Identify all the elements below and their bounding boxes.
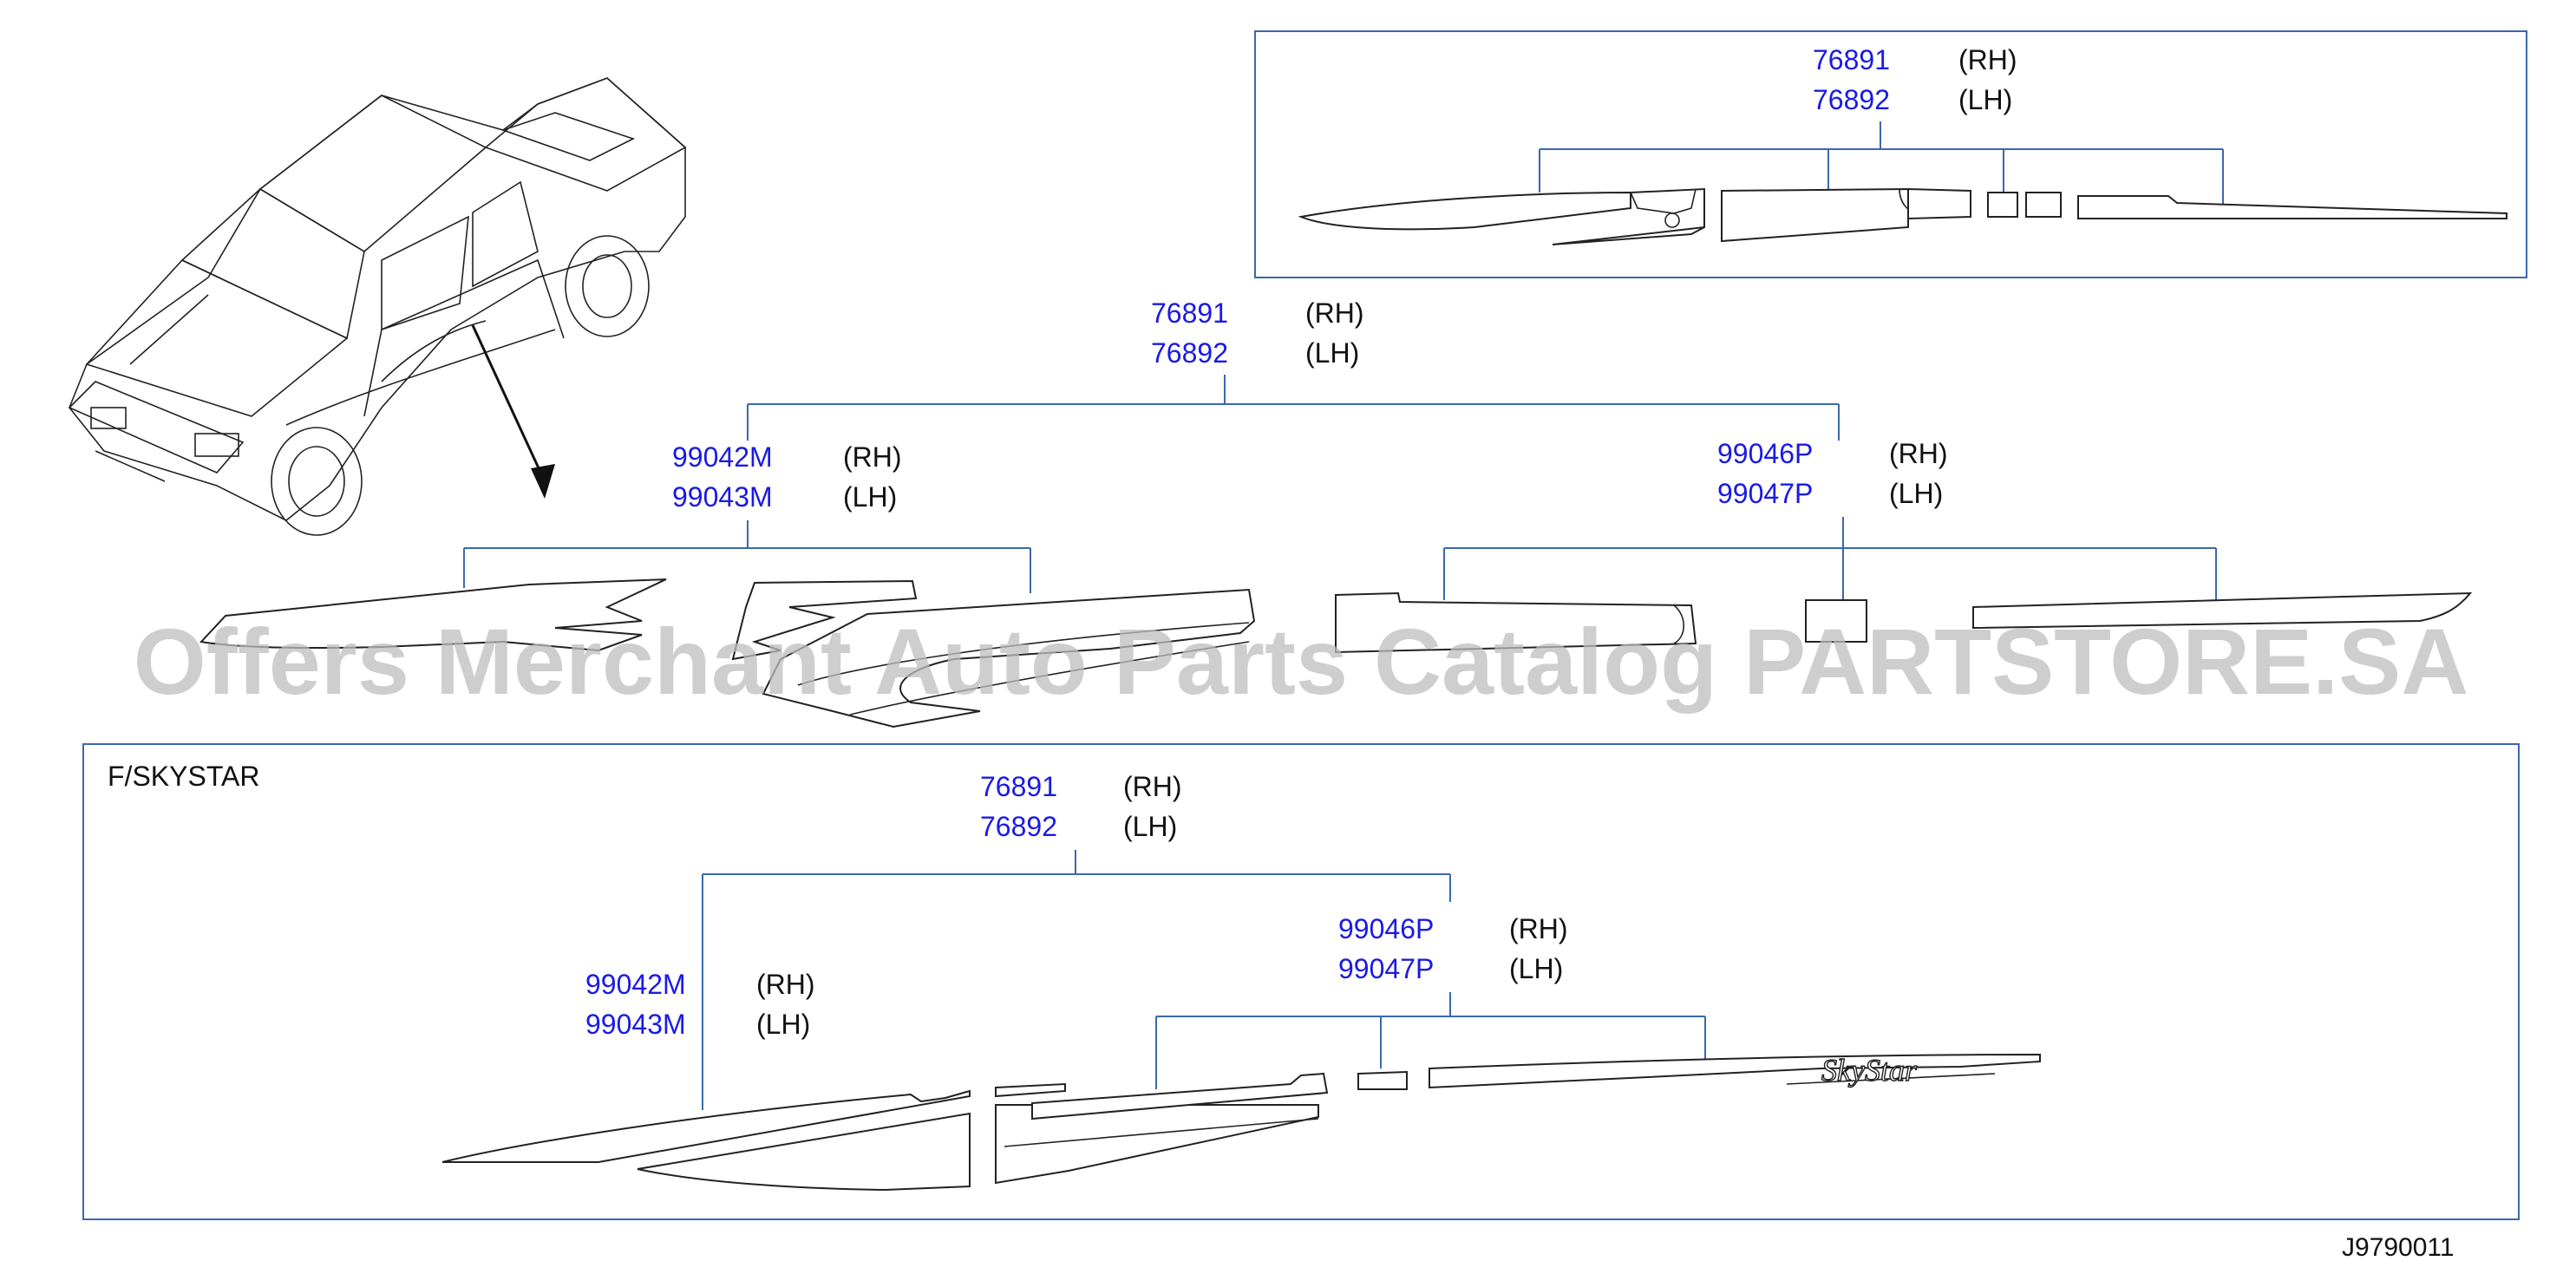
skystar-set-callout: 76891 (RH) 76892 (LH) xyxy=(702,771,1451,1110)
skystar-emblem: SkyStar xyxy=(1821,1053,1918,1088)
side-label-rh: (RH) xyxy=(1305,297,1364,329)
skystar-front-callout: 99042M (RH) 99043M (LH) xyxy=(585,969,815,1040)
part-number-rh[interactable]: 76891 xyxy=(1813,44,1890,75)
part-number-lh[interactable]: 99043M xyxy=(585,1009,686,1040)
main-rear-callout: 99046P (RH) 99047P (LH) xyxy=(1443,438,2217,600)
side-label-lh: (LH) xyxy=(1958,84,2012,115)
part-number-rh[interactable]: 99046P xyxy=(1338,913,1434,944)
main-set-callout: 76891 (RH) 76892 (LH) xyxy=(747,297,1840,441)
side-label-rh: (RH) xyxy=(756,969,815,1000)
skystar-frame xyxy=(82,743,2520,1220)
part-number-rh[interactable]: 99042M xyxy=(585,969,686,1000)
side-label-lh: (LH) xyxy=(843,481,897,513)
top-inset-stripe xyxy=(1298,187,2507,245)
skystar-stripe-rear: SkyStar xyxy=(1357,1052,2041,1090)
part-number-lh[interactable]: 99043M xyxy=(672,481,773,513)
side-label-rh: (RH) xyxy=(1123,771,1182,802)
main-front-callout: 99042M (RH) 99043M (LH) xyxy=(463,441,1031,593)
skystar-rear-callout: 99046P (RH) 99047P (LH) xyxy=(1155,913,1706,1089)
part-number-lh[interactable]: 99047P xyxy=(1717,478,1813,509)
part-number-lh[interactable]: 76892 xyxy=(980,811,1057,842)
part-number-rh[interactable]: 99042M xyxy=(672,441,773,473)
part-number-lh[interactable]: 99047P xyxy=(1338,953,1434,984)
part-number-lh[interactable]: 76892 xyxy=(1151,337,1228,369)
top-inset-callout: 76891 (RH) 76892 (LH) xyxy=(1539,44,2224,206)
watermark-text: Offers Merchant Auto Parts Catalog PARTS… xyxy=(134,609,2468,714)
diagram-code: J9790011 xyxy=(2342,1233,2455,1262)
skystar-frame-label: F/SKYSTAR xyxy=(108,761,259,792)
skystar-stripe-front xyxy=(441,1072,1329,1192)
main-stripe-front xyxy=(199,578,1256,728)
side-label-rh: (RH) xyxy=(1889,438,1948,469)
side-label-rh: (RH) xyxy=(843,441,902,473)
part-number-rh[interactable]: 76891 xyxy=(980,771,1057,802)
side-label-lh: (LH) xyxy=(1509,953,1563,984)
side-label-lh: (LH) xyxy=(1305,337,1359,369)
side-label-lh: (LH) xyxy=(1889,478,1943,509)
side-label-lh: (LH) xyxy=(1123,811,1177,842)
part-number-rh[interactable]: 76891 xyxy=(1151,297,1228,329)
main-stripe-rear xyxy=(1335,591,2473,654)
top-inset-frame xyxy=(1254,30,2527,278)
side-label-lh: (LH) xyxy=(756,1009,810,1040)
side-label-rh: (RH) xyxy=(1958,44,2017,75)
side-label-rh: (RH) xyxy=(1509,913,1568,944)
part-number-rh[interactable]: 99046P xyxy=(1717,438,1813,469)
part-number-lh[interactable]: 76892 xyxy=(1813,84,1890,115)
vehicle-illustration xyxy=(68,77,687,536)
